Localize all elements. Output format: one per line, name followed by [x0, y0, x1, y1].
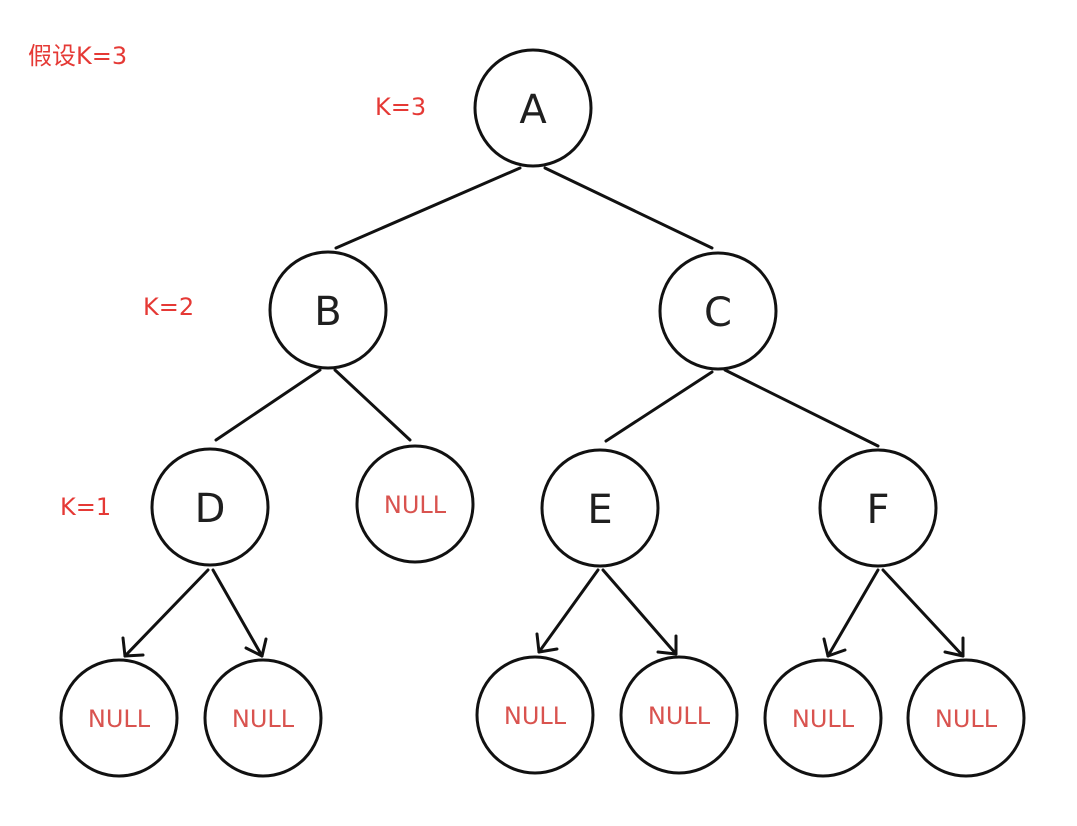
node-null-d-right: NULL: [203, 658, 323, 778]
node-d-label: D: [195, 486, 226, 532]
null-label: NULL: [504, 702, 567, 730]
node-null-f-right: NULL: [906, 658, 1026, 778]
null-label: NULL: [792, 705, 855, 733]
null-label: NULL: [232, 705, 295, 733]
null-label: NULL: [384, 491, 447, 519]
null-label: NULL: [935, 705, 998, 733]
assumption-note: 假设K=3: [28, 42, 127, 70]
edge-c-f: [723, 368, 880, 448]
edge-c-e: [604, 370, 714, 443]
node-d: D: [150, 447, 270, 567]
level-label-k3: K=3: [375, 93, 426, 121]
arrow-d-left: [121, 568, 210, 658]
node-e-label: E: [587, 487, 612, 533]
node-b-label: B: [314, 289, 341, 335]
node-c: C: [658, 251, 778, 371]
node-b: B: [268, 250, 388, 370]
arrow-f-left: [822, 568, 880, 658]
node-c-label: C: [704, 290, 732, 336]
null-label: NULL: [88, 705, 151, 733]
node-f-label: F: [866, 487, 889, 533]
node-null-e-left: NULL: [475, 655, 595, 775]
node-a: A: [473, 48, 593, 168]
edge-b-null: [333, 368, 412, 442]
node-null-e-right: NULL: [619, 655, 739, 775]
arrow-e-left: [535, 568, 600, 654]
level-label-k2: K=2: [143, 293, 194, 321]
arrow-e-right: [601, 568, 678, 656]
edge-a-b: [334, 166, 522, 250]
node-null-b-right: NULL: [355, 444, 475, 564]
node-null-f-left: NULL: [763, 658, 883, 778]
arrow-d-right: [211, 568, 268, 658]
edge-a-c: [543, 166, 714, 250]
node-a-label: A: [519, 87, 547, 133]
node-e: E: [540, 448, 660, 568]
node-f: F: [818, 448, 938, 568]
edge-b-d: [214, 368, 322, 442]
node-null-d-left: NULL: [59, 658, 179, 778]
null-label: NULL: [648, 702, 711, 730]
arrow-f-right: [881, 568, 965, 658]
level-label-k1: K=1: [60, 493, 111, 521]
